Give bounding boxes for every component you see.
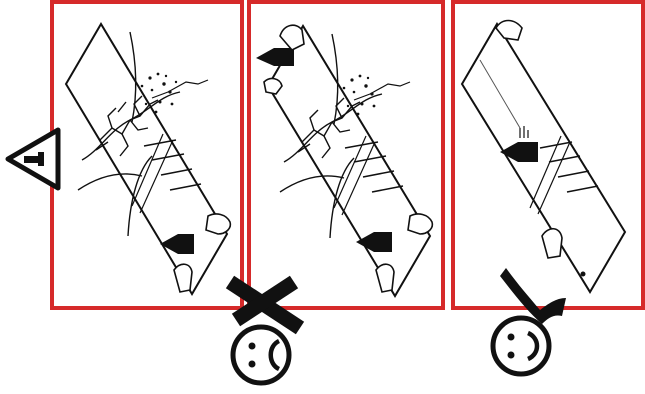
glass-panel (64, 22, 229, 296)
hand-icon (173, 213, 232, 293)
glass-fragments (140, 72, 178, 114)
push-arrow-icon (356, 232, 392, 252)
panel-frame (50, 0, 244, 310)
panel-wrong-b (247, 0, 445, 310)
check-mark (500, 268, 566, 324)
happy-face-icon (490, 315, 552, 377)
crack-icon (77, 31, 209, 237)
push-arrow-icon (500, 142, 538, 162)
hand-icon (495, 19, 563, 259)
panel-wrong-a (50, 0, 244, 310)
motion-lines (519, 126, 529, 138)
hand-icon (263, 24, 434, 293)
warning-triangle-icon (5, 127, 61, 191)
push-arrow-icon (160, 234, 194, 254)
glass-panel (266, 24, 432, 298)
cross-mark (225, 275, 305, 335)
crack-icon (279, 33, 411, 239)
panel-marker (580, 271, 586, 277)
sad-face-icon (230, 324, 292, 386)
panel-frame (451, 0, 645, 310)
push-arrow-icon (256, 48, 294, 66)
glass-fragments (342, 74, 376, 116)
panel-frame (247, 0, 445, 310)
glass-panel (460, 22, 627, 294)
panel-correct (451, 0, 645, 310)
